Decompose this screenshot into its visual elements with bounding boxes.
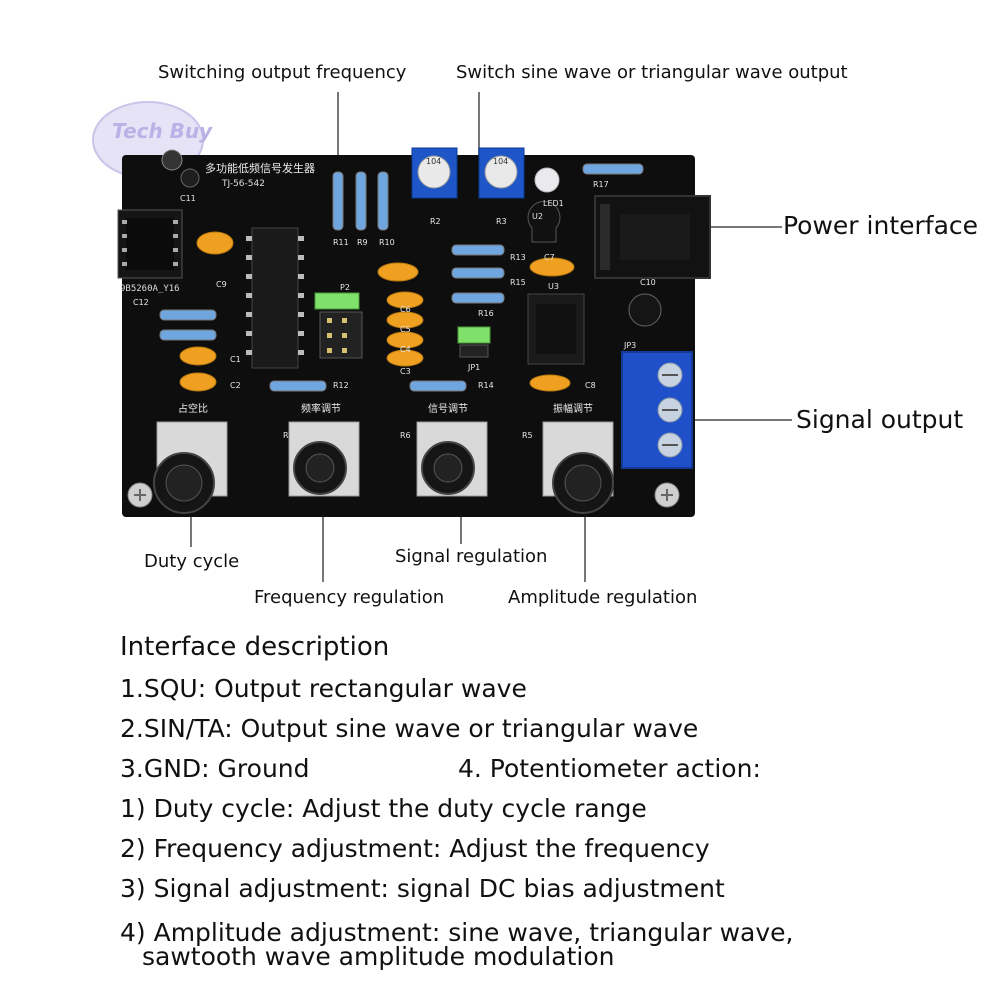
leader-line [322,512,324,582]
svg-text:U2: U2 [532,212,543,221]
svg-text:C2: C2 [230,381,241,390]
pot-frequency [288,421,360,497]
svg-text:R16: R16 [478,309,494,318]
svg-text:R2: R2 [430,217,441,226]
svg-text:R14: R14 [478,381,494,390]
callout-amplitude-regulation: Amplitude regulation [508,587,698,608]
leader-line [584,512,586,582]
svg-text:R17: R17 [593,180,609,189]
svg-text:104: 104 [426,157,441,166]
svg-text:C4: C4 [400,345,411,354]
description-line: 3.GND: Ground [120,754,310,783]
svg-text:R11: R11 [333,238,349,247]
svg-text:JP1: JP1 [467,363,480,372]
pot-amplitude [542,421,614,514]
svg-text:104: 104 [493,157,508,166]
svg-text:C8: C8 [585,381,596,390]
svg-text:R10: R10 [379,238,395,247]
svg-text:R9: R9 [357,238,368,247]
pot-duty-cycle [153,421,228,514]
callout-signal-regulation: Signal regulation [395,546,548,567]
svg-text:C1: C1 [230,355,241,364]
pot-label-duty: 占空比 [178,402,208,415]
pot-label-signal: 信号调节 [428,403,468,415]
trimmer-r3: 104 [478,147,525,199]
svg-text:R12: R12 [333,381,349,390]
jumper-p2 [314,292,360,310]
svg-text:U3: U3 [548,282,559,291]
power-jack [594,195,711,279]
svg-text:C9: C9 [216,280,227,289]
ic-u3 [527,293,585,365]
description-line: sawtooth wave amplitude modulation [142,942,615,971]
svg-text:C12: C12 [133,298,149,307]
description-line: 3) Signal adjustment: signal DC bias adj… [120,874,725,903]
callout-signal-output: Signal output [796,405,964,434]
svg-text:R4: R4 [283,431,294,440]
leader-line [190,512,192,547]
svg-text:R3: R3 [496,217,507,226]
svg-text:C6: C6 [400,305,411,314]
callout-power-interface: Power interface [783,211,979,240]
description-line: 2.SIN/TA: Output sine wave or triangular… [120,714,699,743]
pot-label-frequency: 频率调节 [301,402,341,415]
leader-line [460,512,462,544]
signal-terminal [621,351,693,469]
description-line: 1.SQU: Output rectangular wave [120,674,527,703]
svg-text:R13: R13 [510,253,526,262]
callout-switch-wave: Switch sine wave or triangular wave outp… [456,62,848,83]
board-model: TJ-56-542 [221,179,265,189]
svg-text:JP3: JP3 [623,341,636,350]
svg-text:C5: C5 [400,325,411,334]
callout-switching-output-frequency: Switching output frequency [158,62,407,83]
jumper-jp1 [457,326,491,344]
description-title: Interface description [120,632,390,662]
ceramic-capacitors [179,231,575,392]
pot-signal [416,421,488,497]
logo-text: Tech Buy [112,119,213,143]
description-line: 1) Duty cycle: Adjust the duty cycle ran… [120,794,647,823]
svg-text:R6: R6 [400,431,411,440]
svg-text:LED1: LED1 [543,199,564,208]
svg-text:C10: C10 [640,278,656,287]
board-title: 多功能低频信号发生器 [205,161,315,175]
leader-line [690,226,782,228]
svg-text:C7: C7 [544,253,555,262]
leader-line [690,419,792,421]
chip-label: 9B5260A_Y16 [120,284,180,294]
pot-label-amplitude: 振幅调节 [553,402,593,415]
resistors-horizontal [159,163,644,392]
ic-main [246,227,304,369]
callout-frequency-regulation: Frequency regulation [254,587,445,608]
svg-text:P2: P2 [340,283,350,292]
description-line: 2) Frequency adjustment: Adjust the freq… [120,834,710,863]
description-line: 4) Amplitude adjustment: sine wave, tria… [120,918,794,947]
svg-text:C3: C3 [400,367,411,376]
svg-text:C11: C11 [180,194,196,203]
resistors-vertical [332,171,389,231]
ic-socket-left [117,209,183,279]
svg-text:R5: R5 [522,431,533,440]
callout-duty-cycle: Duty cycle [144,551,240,572]
pcb-illustration: Tech Buy 多功能低频信号发生器 TJ-56-542 9B5260A_Y1… [92,101,711,517]
description-line: 4. Potentiometer action: [458,754,761,783]
svg-text:R15: R15 [510,278,526,287]
trimmer-r2: 104 [411,147,458,199]
